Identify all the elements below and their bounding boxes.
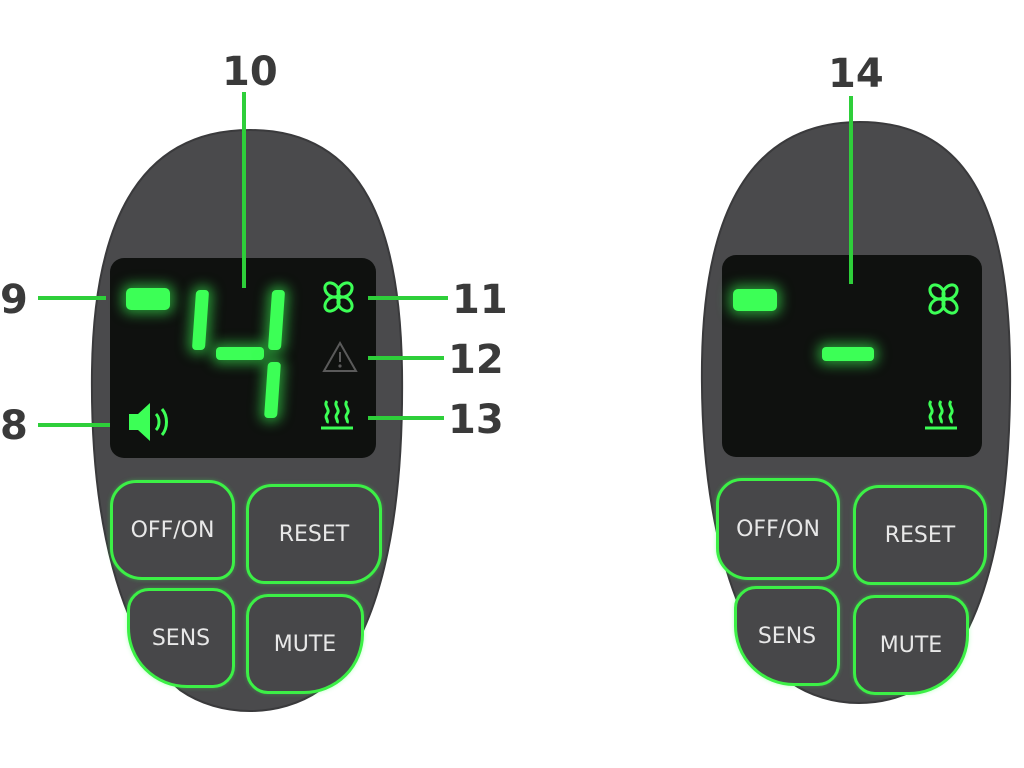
battery-icon [126,288,170,310]
callout-label: 12 [448,337,504,383]
reset-button[interactable]: RESET [246,484,382,584]
mute-button[interactable]: MUTE [853,595,969,695]
callout-label: 13 [448,397,504,443]
callout-label: 9 [0,277,28,323]
mute-button[interactable]: MUTE [246,594,364,694]
fan-icon [928,283,959,315]
sens-button[interactable]: SENS [127,588,235,688]
callout-label: 11 [452,277,508,323]
reset-button[interactable]: RESET [853,485,987,585]
callout-label: 14 [828,51,884,97]
leader-line [368,356,444,360]
display-dash-right [822,347,874,361]
heater-icon [321,400,353,430]
leader-line [368,416,444,420]
leader-line [38,296,106,300]
off-on-button[interactable]: OFF/ON [110,480,235,580]
leader-line [242,92,246,288]
leader-line [849,96,853,284]
fan-icon [323,281,354,313]
callout-label: 10 [222,49,278,95]
digit-segment [216,347,264,360]
sens-button[interactable]: SENS [734,586,840,686]
warning-icon [322,340,358,372]
battery-icon [733,289,777,311]
callout-label: 8 [0,403,28,449]
leader-line [368,296,448,300]
leader-line [38,423,110,427]
heater-icon [925,400,957,430]
speaker-icon [129,403,168,441]
off-on-button[interactable]: OFF/ON [716,478,840,580]
